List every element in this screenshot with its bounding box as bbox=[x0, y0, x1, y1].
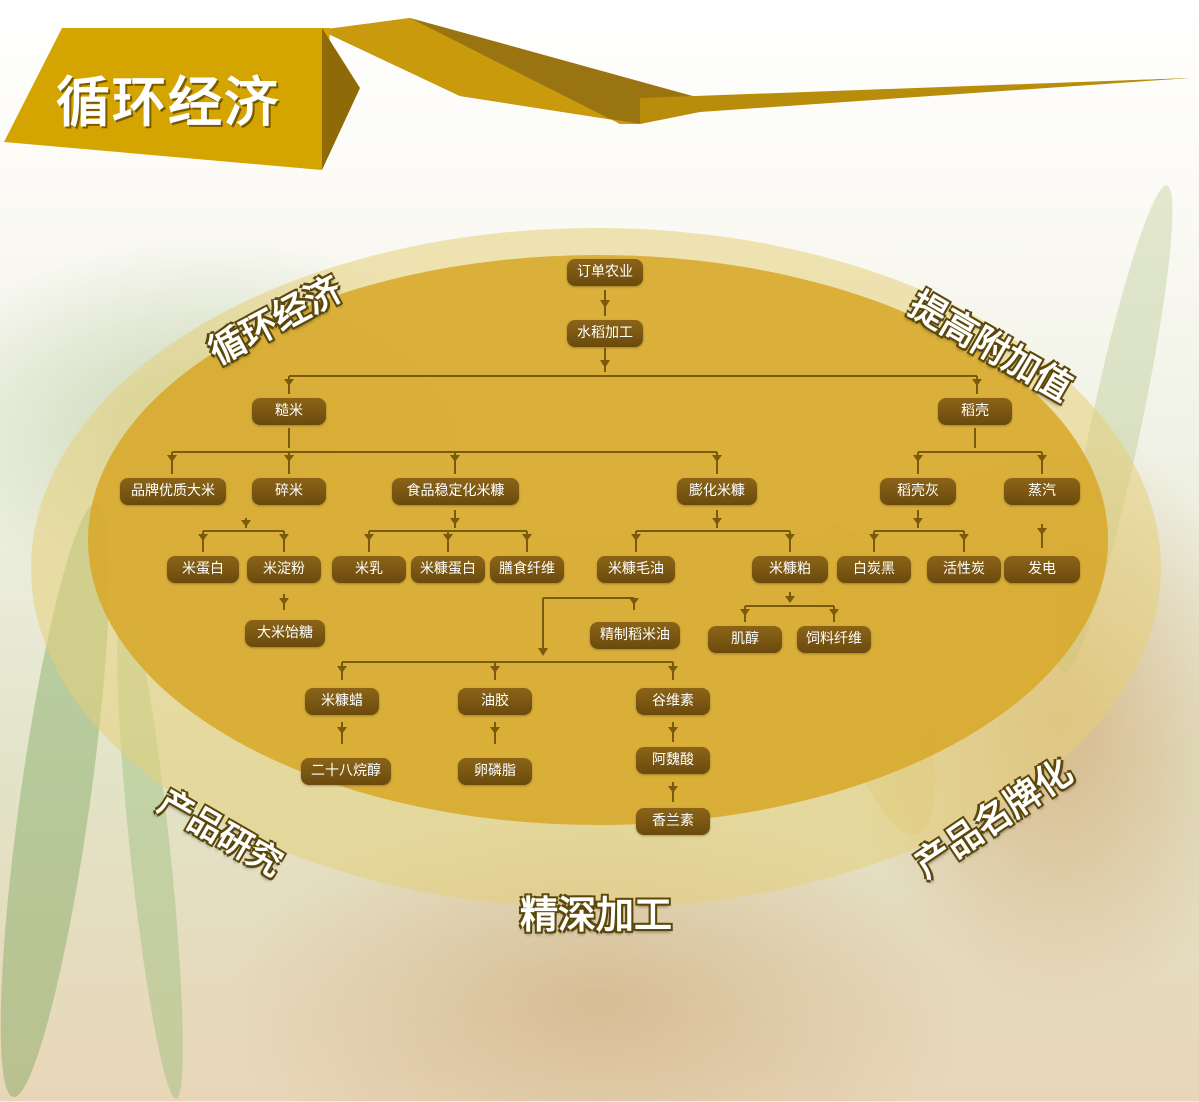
arrowheads bbox=[167, 300, 1047, 793]
node-rice-protein: 米蛋白 bbox=[167, 556, 239, 583]
node-dietary-fiber: 膳食纤维 bbox=[490, 556, 564, 583]
node-puffed-bran: 膨化米糠 bbox=[677, 478, 757, 505]
node-vanillin: 香兰素 bbox=[636, 808, 710, 835]
node-ferulic-acid: 阿魏酸 bbox=[636, 747, 710, 774]
node-brand-rice: 品牌优质大米 bbox=[120, 478, 226, 505]
node-bran-meal: 米糠粕 bbox=[752, 556, 828, 583]
banner-ribbon-light bbox=[320, 18, 640, 124]
node-brown-rice: 糙米 bbox=[252, 398, 326, 425]
node-feed-fiber: 饲料纤维 bbox=[797, 626, 871, 653]
node-steam: 蒸汽 bbox=[1004, 478, 1080, 505]
node-rice-milk: 米乳 bbox=[332, 556, 406, 583]
inner-ellipse bbox=[88, 255, 1108, 825]
banner-title: 循环经济 bbox=[56, 71, 280, 134]
node-rice-syrup: 大米饴糖 bbox=[245, 620, 325, 647]
node-octacosanol: 二十八烷醇 bbox=[301, 758, 391, 785]
node-order-farming: 订单农业 bbox=[567, 259, 643, 286]
node-rice-starch: 米淀粉 bbox=[247, 556, 321, 583]
node-activated-carbon: 活性炭 bbox=[927, 556, 1001, 583]
node-oryzanol: 谷维素 bbox=[636, 688, 710, 715]
node-white-carbon: 白炭黑 bbox=[837, 556, 911, 583]
node-bran-wax: 米糠蜡 bbox=[305, 688, 379, 715]
node-broken-rice: 碎米 bbox=[252, 478, 326, 505]
node-refined-rice-oil: 精制稻米油 bbox=[590, 622, 680, 649]
banner-main bbox=[4, 28, 330, 170]
node-oil-gum: 油胶 bbox=[458, 688, 532, 715]
node-husk-ash: 稻壳灰 bbox=[880, 478, 956, 505]
node-stabilized-bran: 食品稳定化米糠 bbox=[392, 478, 519, 505]
node-crude-bran-oil: 米糠毛油 bbox=[597, 556, 675, 583]
node-rice-processing: 水稻加工 bbox=[567, 320, 643, 347]
node-bran-protein: 米糠蛋白 bbox=[411, 556, 485, 583]
ring-label-bottom-center: 精深加工 bbox=[520, 893, 673, 937]
banner-ribbon-tail bbox=[640, 78, 1190, 124]
node-inositol: 肌醇 bbox=[708, 626, 782, 653]
node-lecithin: 卵磷脂 bbox=[458, 758, 532, 785]
banner-fold bbox=[322, 28, 360, 170]
node-power-generation: 发电 bbox=[1004, 556, 1080, 583]
node-rice-husk: 稻壳 bbox=[938, 398, 1012, 425]
